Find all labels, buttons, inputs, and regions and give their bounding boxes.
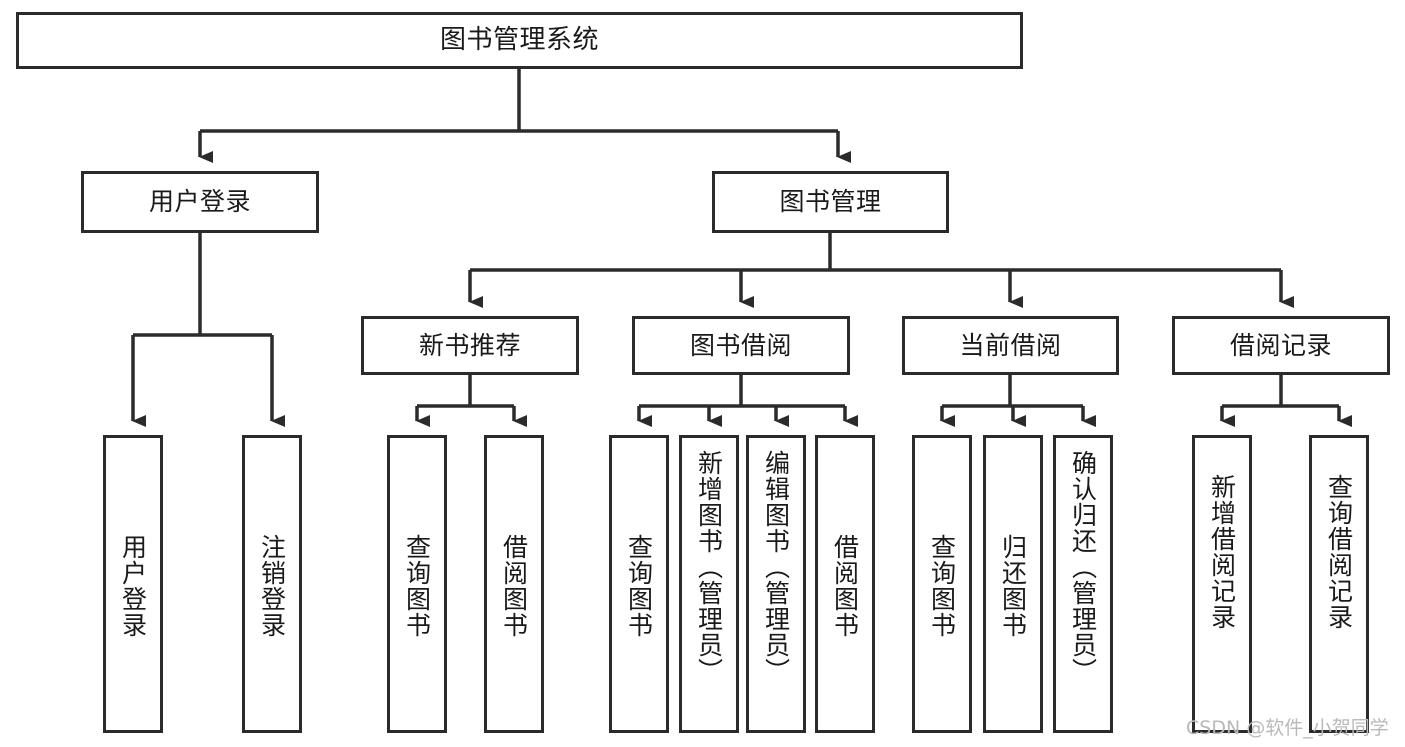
leaf-query-book-current[interactable]: 查询图书 — [912, 435, 972, 733]
node-current-borrow[interactable]: 当前借阅 — [902, 316, 1119, 375]
node-label: 用户登录 — [148, 187, 251, 216]
leaf-label: 借阅图书 — [830, 534, 860, 638]
leaf-label: 查询图书 — [402, 534, 432, 638]
node-user-login[interactable]: 用户登录 — [81, 171, 319, 233]
leaf-query-book-borrow[interactable]: 查询图书 — [609, 435, 669, 733]
node-book-borrow[interactable]: 图书借阅 — [632, 316, 850, 375]
node-label: 当前借阅 — [959, 330, 1062, 360]
leaf-user-logout[interactable]: 注销登录 — [242, 435, 302, 733]
node-book-management[interactable]: 图书管理 — [712, 171, 949, 233]
leaf-user-login[interactable]: 用户登录 — [103, 435, 163, 733]
watermark: CSDN @软件_小贺同学 — [1186, 717, 1389, 739]
node-label: 图书借阅 — [689, 330, 792, 360]
node-label: 图书管理 — [779, 187, 882, 216]
node-root-label: 图书管理系统 — [439, 24, 599, 55]
leaf-label: 查询借阅记录 — [1324, 474, 1354, 630]
leaf-add-borrow-record[interactable]: 新增借阅记录 — [1192, 435, 1252, 733]
leaf-label: 注销登录 — [257, 534, 287, 638]
leaf-edit-book-admin[interactable]: 编辑图书（管理员） — [746, 435, 806, 733]
leaf-label: 用户登录 — [118, 534, 148, 638]
leaf-label: 查询图书 — [624, 534, 654, 638]
leaf-return-book[interactable]: 归还图书 — [983, 435, 1043, 733]
leaf-confirm-return-admin[interactable]: 确认归还（管理员） — [1053, 435, 1113, 733]
node-borrow-record[interactable]: 借阅记录 — [1172, 316, 1390, 375]
leaf-query-book-recommend[interactable]: 查询图书 — [387, 435, 447, 733]
node-label: 新书推荐 — [418, 330, 521, 360]
leaf-label: 查询图书 — [927, 534, 957, 638]
leaf-label: 新增图书（管理员） — [694, 450, 724, 684]
leaf-label: 编辑图书（管理员） — [761, 450, 791, 684]
leaf-borrow-book-recommend[interactable]: 借阅图书 — [484, 435, 544, 733]
node-root-system[interactable]: 图书管理系统 — [16, 12, 1023, 69]
node-new-book-recommend[interactable]: 新书推荐 — [361, 316, 579, 375]
leaf-add-book-admin[interactable]: 新增图书（管理员） — [679, 435, 739, 733]
node-label: 借阅记录 — [1229, 330, 1332, 360]
leaf-label: 归还图书 — [998, 534, 1028, 638]
leaf-borrow-book[interactable]: 借阅图书 — [815, 435, 875, 733]
leaf-label: 借阅图书 — [499, 534, 529, 638]
leaf-label: 确认归还（管理员） — [1068, 450, 1098, 684]
leaf-label: 新增借阅记录 — [1207, 474, 1237, 630]
leaf-query-borrow-record[interactable]: 查询借阅记录 — [1309, 435, 1369, 733]
